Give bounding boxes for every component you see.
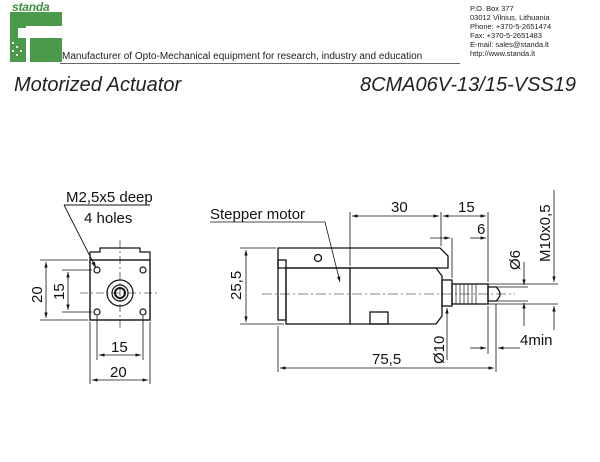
label-stepper-motor: Stepper motor xyxy=(210,206,305,223)
address-line: P.O. Box 377 xyxy=(470,4,514,13)
header-divider xyxy=(60,63,460,64)
front-note-holes: 4 holes xyxy=(84,210,132,227)
side-view xyxy=(277,247,501,325)
front-note-thread: M2,5x5 deep xyxy=(66,189,153,206)
dim-side-dia10: Ø10 xyxy=(431,336,448,364)
address-line: Fax: +370-5-2651483 xyxy=(470,31,542,40)
model-number: 8CMA06V-13/15-VSS19 xyxy=(359,74,576,96)
dim-side-30: 30 xyxy=(391,199,408,216)
dim-front-height-outer: 20 xyxy=(29,286,46,303)
dim-side-height: 25,5 xyxy=(228,271,245,300)
brand-name: standa xyxy=(12,0,50,14)
dim-side-thread: M10x0,5 xyxy=(537,204,554,262)
address-line: Phone: +370-5-2651474 xyxy=(470,22,552,31)
dim-side-15: 15 xyxy=(458,199,475,216)
dim-side-4min: 4min xyxy=(520,332,553,349)
address-line: E-mail: sales@standa.lt xyxy=(470,40,549,49)
address-line: 03012 Vilnius, Lithuania xyxy=(470,13,550,22)
dim-front-width-inner: 15 xyxy=(111,339,128,356)
product-title: Motorized Actuator xyxy=(14,74,182,96)
dim-front-height-inner: 15 xyxy=(51,283,68,300)
tagline: Manufacturer of Opto-Mechanical equipmen… xyxy=(62,51,423,62)
standa-logo xyxy=(10,12,62,62)
dim-side-length: 75,5 xyxy=(372,351,401,368)
front-view xyxy=(80,240,160,330)
dim-side-dia6: Ø6 xyxy=(507,250,524,270)
dim-side-6: 6 xyxy=(477,221,485,238)
dim-front-width-outer: 20 xyxy=(110,364,127,381)
address-line: http://www.standa.lt xyxy=(470,49,536,58)
contact-address: P.O. Box 377 03012 Vilnius, Lithuania Ph… xyxy=(470,4,551,58)
